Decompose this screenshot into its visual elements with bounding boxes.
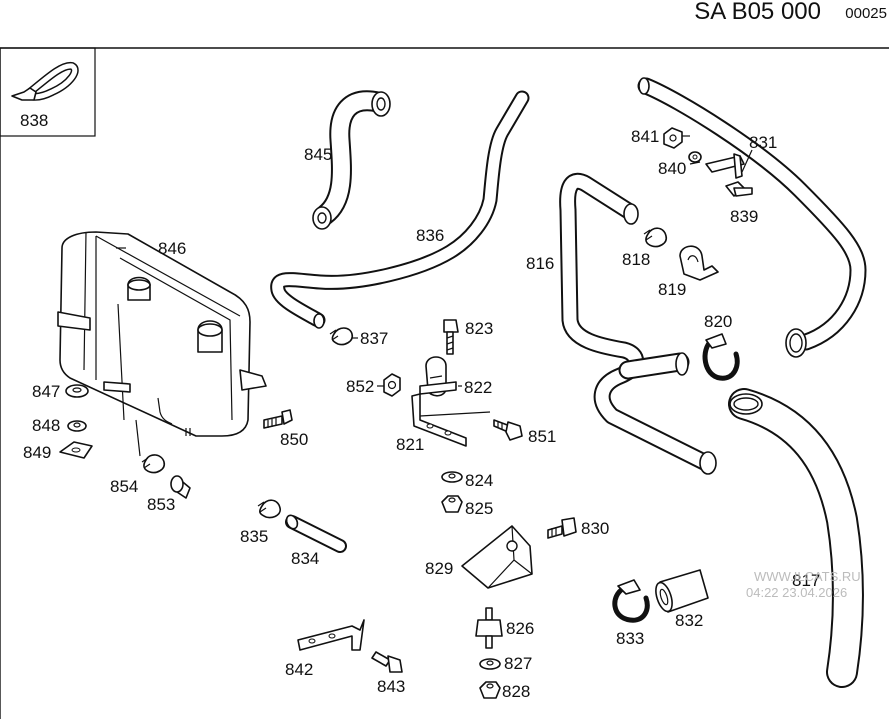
hose-piece-832[interactable] (653, 569, 709, 613)
bolt-839[interactable] (725, 181, 753, 197)
label-850: 850 (280, 430, 308, 449)
label-830: 830 (581, 519, 609, 538)
screw-850[interactable] (263, 409, 293, 429)
watermark-timestamp: 04:22 23.04.2026 (746, 585, 847, 600)
label-818: 818 (622, 250, 650, 269)
cable-tie-838[interactable] (11, 61, 79, 101)
clamp-818[interactable] (643, 227, 668, 248)
label-834: 834 (291, 549, 319, 568)
nut-825[interactable] (441, 495, 463, 513)
label-846: 846 (158, 239, 186, 258)
watermark-site: WWW.ILCATS.RU (754, 569, 861, 584)
label-838: 838 (20, 111, 48, 130)
bracket-849[interactable] (59, 441, 93, 459)
hose-817[interactable] (728, 388, 864, 688)
label-842: 842 (285, 660, 313, 679)
bracket-821[interactable] (411, 393, 491, 447)
inset-box-838 (0, 47, 96, 137)
label-827: 827 (504, 654, 532, 673)
label-854: 854 (110, 477, 138, 496)
label-843: 843 (377, 677, 405, 696)
pipe-816[interactable] (559, 172, 717, 475)
nut-828[interactable] (479, 681, 501, 699)
nut-841[interactable] (663, 127, 683, 149)
label-836: 836 (416, 226, 444, 245)
clamp-bracket-822[interactable] (419, 356, 457, 397)
label-847: 847 (32, 382, 60, 401)
label-822: 822 (464, 378, 492, 397)
rubber-mount-826[interactable] (475, 607, 503, 649)
clamp-833[interactable] (612, 579, 650, 623)
grommet-848[interactable] (67, 420, 87, 432)
bracket-plate[interactable] (705, 153, 745, 179)
washer-824[interactable] (441, 471, 463, 483)
label-832: 832 (675, 611, 703, 630)
label-831: 831 (749, 133, 777, 152)
pipe-831[interactable] (637, 77, 867, 358)
clamp-837[interactable] (329, 327, 354, 346)
label-817: 817 (792, 571, 820, 590)
sheet-number: 00025 (845, 5, 887, 22)
clamp-835[interactable] (257, 499, 281, 519)
bolt-830[interactable] (547, 517, 577, 539)
cap-853[interactable] (170, 475, 191, 499)
diagram-frame (0, 47, 889, 719)
washer-827[interactable] (479, 658, 501, 670)
label-840: 840 (658, 159, 686, 178)
label-841: 841 (631, 127, 659, 146)
label-823: 823 (465, 319, 493, 338)
label-825: 825 (465, 499, 493, 518)
label-816: 816 (526, 254, 554, 273)
washer-847[interactable] (65, 384, 89, 398)
hose-845[interactable] (312, 90, 391, 230)
nut-852[interactable] (383, 373, 401, 397)
pipe-836[interactable] (270, 90, 530, 329)
clamp-854[interactable] (141, 454, 166, 474)
reservoir-tank-846[interactable] (57, 231, 267, 457)
label-837: 837 (360, 329, 388, 348)
label-819: 819 (658, 280, 686, 299)
clamp-820[interactable] (702, 333, 740, 381)
label-853: 853 (147, 495, 175, 514)
label-826: 826 (506, 619, 534, 638)
bolt-851[interactable] (493, 419, 523, 441)
label-839: 839 (730, 207, 758, 226)
label-852: 852 (346, 377, 374, 396)
label-851: 851 (528, 427, 556, 446)
label-820: 820 (704, 312, 732, 331)
bolt-823[interactable] (443, 319, 459, 355)
bolt-843[interactable] (371, 651, 403, 673)
washer-840[interactable] (688, 151, 702, 163)
label-845: 845 (304, 145, 332, 164)
label-829: 829 (425, 559, 453, 578)
label-833: 833 (616, 629, 644, 648)
diagram-code: SA B05 000 (694, 0, 821, 25)
mount-bracket-829[interactable] (461, 525, 533, 589)
tube-834[interactable] (285, 514, 347, 553)
label-848: 848 (32, 416, 60, 435)
label-821: 821 (396, 435, 424, 454)
leader-lines (116, 135, 753, 387)
label-849: 849 (23, 443, 51, 462)
label-835: 835 (240, 527, 268, 546)
label-828: 828 (502, 682, 530, 701)
bracket-842[interactable] (297, 619, 365, 651)
label-824: 824 (465, 471, 493, 490)
clip-819[interactable] (679, 245, 719, 281)
